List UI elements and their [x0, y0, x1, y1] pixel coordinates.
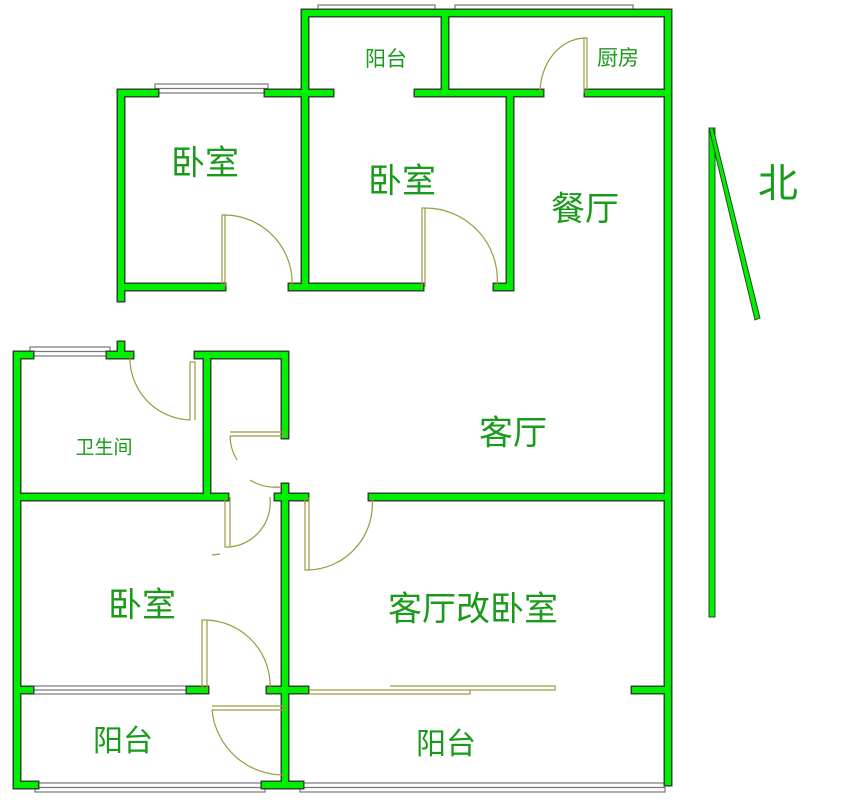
- door-swing: [221, 214, 293, 288]
- north-label: 北: [758, 161, 798, 207]
- room-label-dining: 餐厅: [551, 189, 619, 230]
- door-swing: [211, 705, 286, 776]
- door-swing: [309, 685, 556, 695]
- door-swing: [304, 496, 373, 571]
- door-swing: [129, 354, 196, 421]
- room-label-balcony-sw: 阳台: [93, 724, 153, 759]
- door-swing: [201, 619, 271, 691]
- room-label-bedroom-n: 卧室: [368, 161, 436, 202]
- room-label-balcony-n: 阳台: [365, 47, 407, 71]
- room-label-living: 客厅: [479, 413, 547, 454]
- door-swing: [539, 37, 588, 94]
- door-swing: [421, 207, 498, 288]
- walls-outline: [12, 8, 673, 790]
- room-label-bedroom-nw: 卧室: [171, 143, 239, 184]
- room-label-balcony-s: 阳台: [416, 727, 476, 762]
- room-label-kitchen: 厨房: [597, 46, 639, 70]
- door-swing: [211, 553, 221, 556]
- door-swing: [224, 496, 271, 548]
- room-label-bathroom: 卫生间: [75, 436, 133, 459]
- walls: [14, 10, 671, 788]
- north-arrow-icon: [708, 127, 761, 618]
- room-label-bedroom-sw: 卧室: [108, 585, 176, 626]
- door-swing: [229, 431, 286, 488]
- doors: [129, 37, 588, 776]
- room-label-converted-bedroom: 客厅改卧室: [388, 589, 558, 630]
